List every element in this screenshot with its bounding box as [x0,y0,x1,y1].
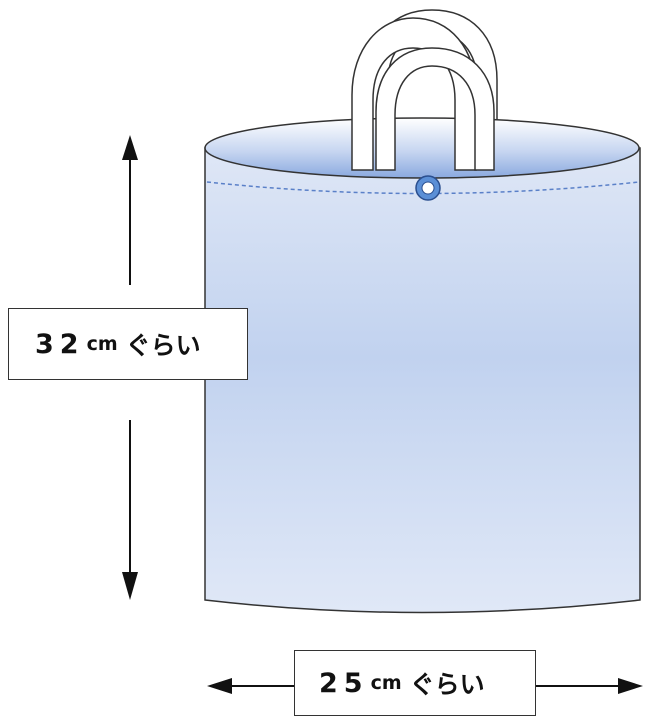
stitch-line [206,181,640,195]
inner-handle [375,47,495,171]
bag-body [204,147,641,614]
height-arrow [122,135,138,600]
width-suffix: ぐらい [409,670,485,699]
height-suffix: ぐらい [125,331,201,360]
height-number: 32 [35,328,85,360]
width-unit: cm [370,672,402,694]
height-unit: cm [86,333,118,355]
width-arrow [207,678,643,694]
width-number: 25 [319,667,369,699]
width-label: 25 cm ぐらい [294,650,536,716]
height-label: 32 cm ぐらい [8,308,248,380]
